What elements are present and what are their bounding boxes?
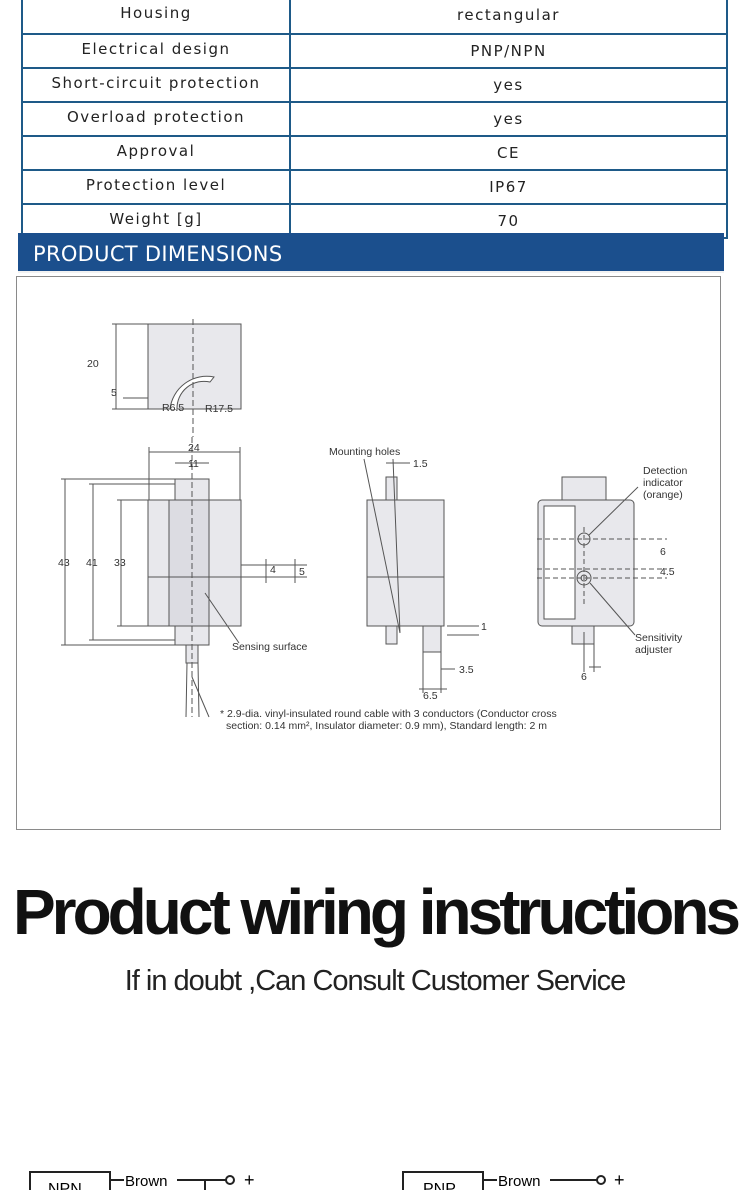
spec-key: Protection level [21,169,291,205]
top-view-body [147,323,242,410]
dimension-drawing: 20 5 R6.5 R17.5 24 11 43 41 33 4 5 Sensi… [16,276,721,830]
dim-20: 20 [87,358,99,370]
pnp-plus-sign: + [614,1170,625,1190]
dimension-drawing-svg: 20 5 R6.5 R17.5 24 11 43 41 33 4 5 Sensi… [58,319,688,732]
pnp-wiring-diagram: PNP Brown + [402,1170,625,1190]
detection-label-3: (orange) [643,489,683,501]
dim-4: 4 [270,564,276,576]
dimensions-banner-title: PRODUCT DIMENSIONS [33,242,283,266]
dim-6-5: 6.5 [423,690,438,702]
dim-5: 5 [111,387,117,399]
spec-value: PNP/NPN [289,33,728,69]
dim-r175: R17.5 [205,403,233,415]
dim-24: 24 [188,442,200,454]
spec-key: Approval [21,135,291,171]
sensitivity-label-1: Sensitivity [635,632,683,644]
pnp-wire-label: Brown [498,1173,541,1190]
npn-wiring-diagram: NPN Brown + [29,1170,255,1190]
wiring-title: Product wiring instructions [12,876,741,948]
dim-5b: 5 [299,566,305,578]
dim-11: 11 [188,458,199,470]
spec-key: Electrical design [21,33,291,69]
spec-value: rectangular [289,0,728,35]
sensitivity-label-2: adjuster [635,644,673,656]
spec-value: IP67 [289,169,728,205]
side-view-body [366,499,445,627]
dim-43: 43 [58,557,70,569]
npn-plus-sign: + [244,1170,255,1190]
dim-33: 33 [114,557,126,569]
spec-value: yes [289,67,728,103]
wiring-subtitle: If in doubt ,Can Consult Customer Servic… [124,965,627,997]
dim-r65: R6.5 [162,402,184,414]
dim-3-5: 3.5 [459,664,474,676]
detection-label-1: Detection [643,465,688,477]
mounting-holes-label: Mounting holes [329,446,400,458]
top-view-arc [169,375,215,410]
dim-41: 41 [86,557,98,569]
spec-key: Overload protection [21,101,291,137]
spec-key: Housing [21,0,291,35]
npn-box-label: NPN [48,1181,82,1190]
dim-1: 1 [481,621,487,633]
sensing-surface-label: Sensing surface [232,641,307,653]
cable-note-2: section: 0.14 mm², Insulator diameter: 0… [226,720,547,732]
pnp-box-label: PNP [423,1181,456,1190]
npn-wire-label: Brown [125,1173,168,1190]
dim-6b: 6 [581,671,587,683]
spec-value: yes [289,101,728,137]
cable-note-1: * 2.9-dia. vinyl-insulated round cable w… [220,708,557,720]
dim-4-5: 4.5 [660,566,675,578]
detection-label-2: indicator [643,477,683,489]
dimensions-banner: PRODUCT DIMENSIONS [18,233,724,273]
dim-6: 6 [660,546,666,558]
spec-value: CE [289,135,728,171]
dim-1-5: 1.5 [413,458,428,470]
spec-key: Short-circuit protection [21,67,291,103]
